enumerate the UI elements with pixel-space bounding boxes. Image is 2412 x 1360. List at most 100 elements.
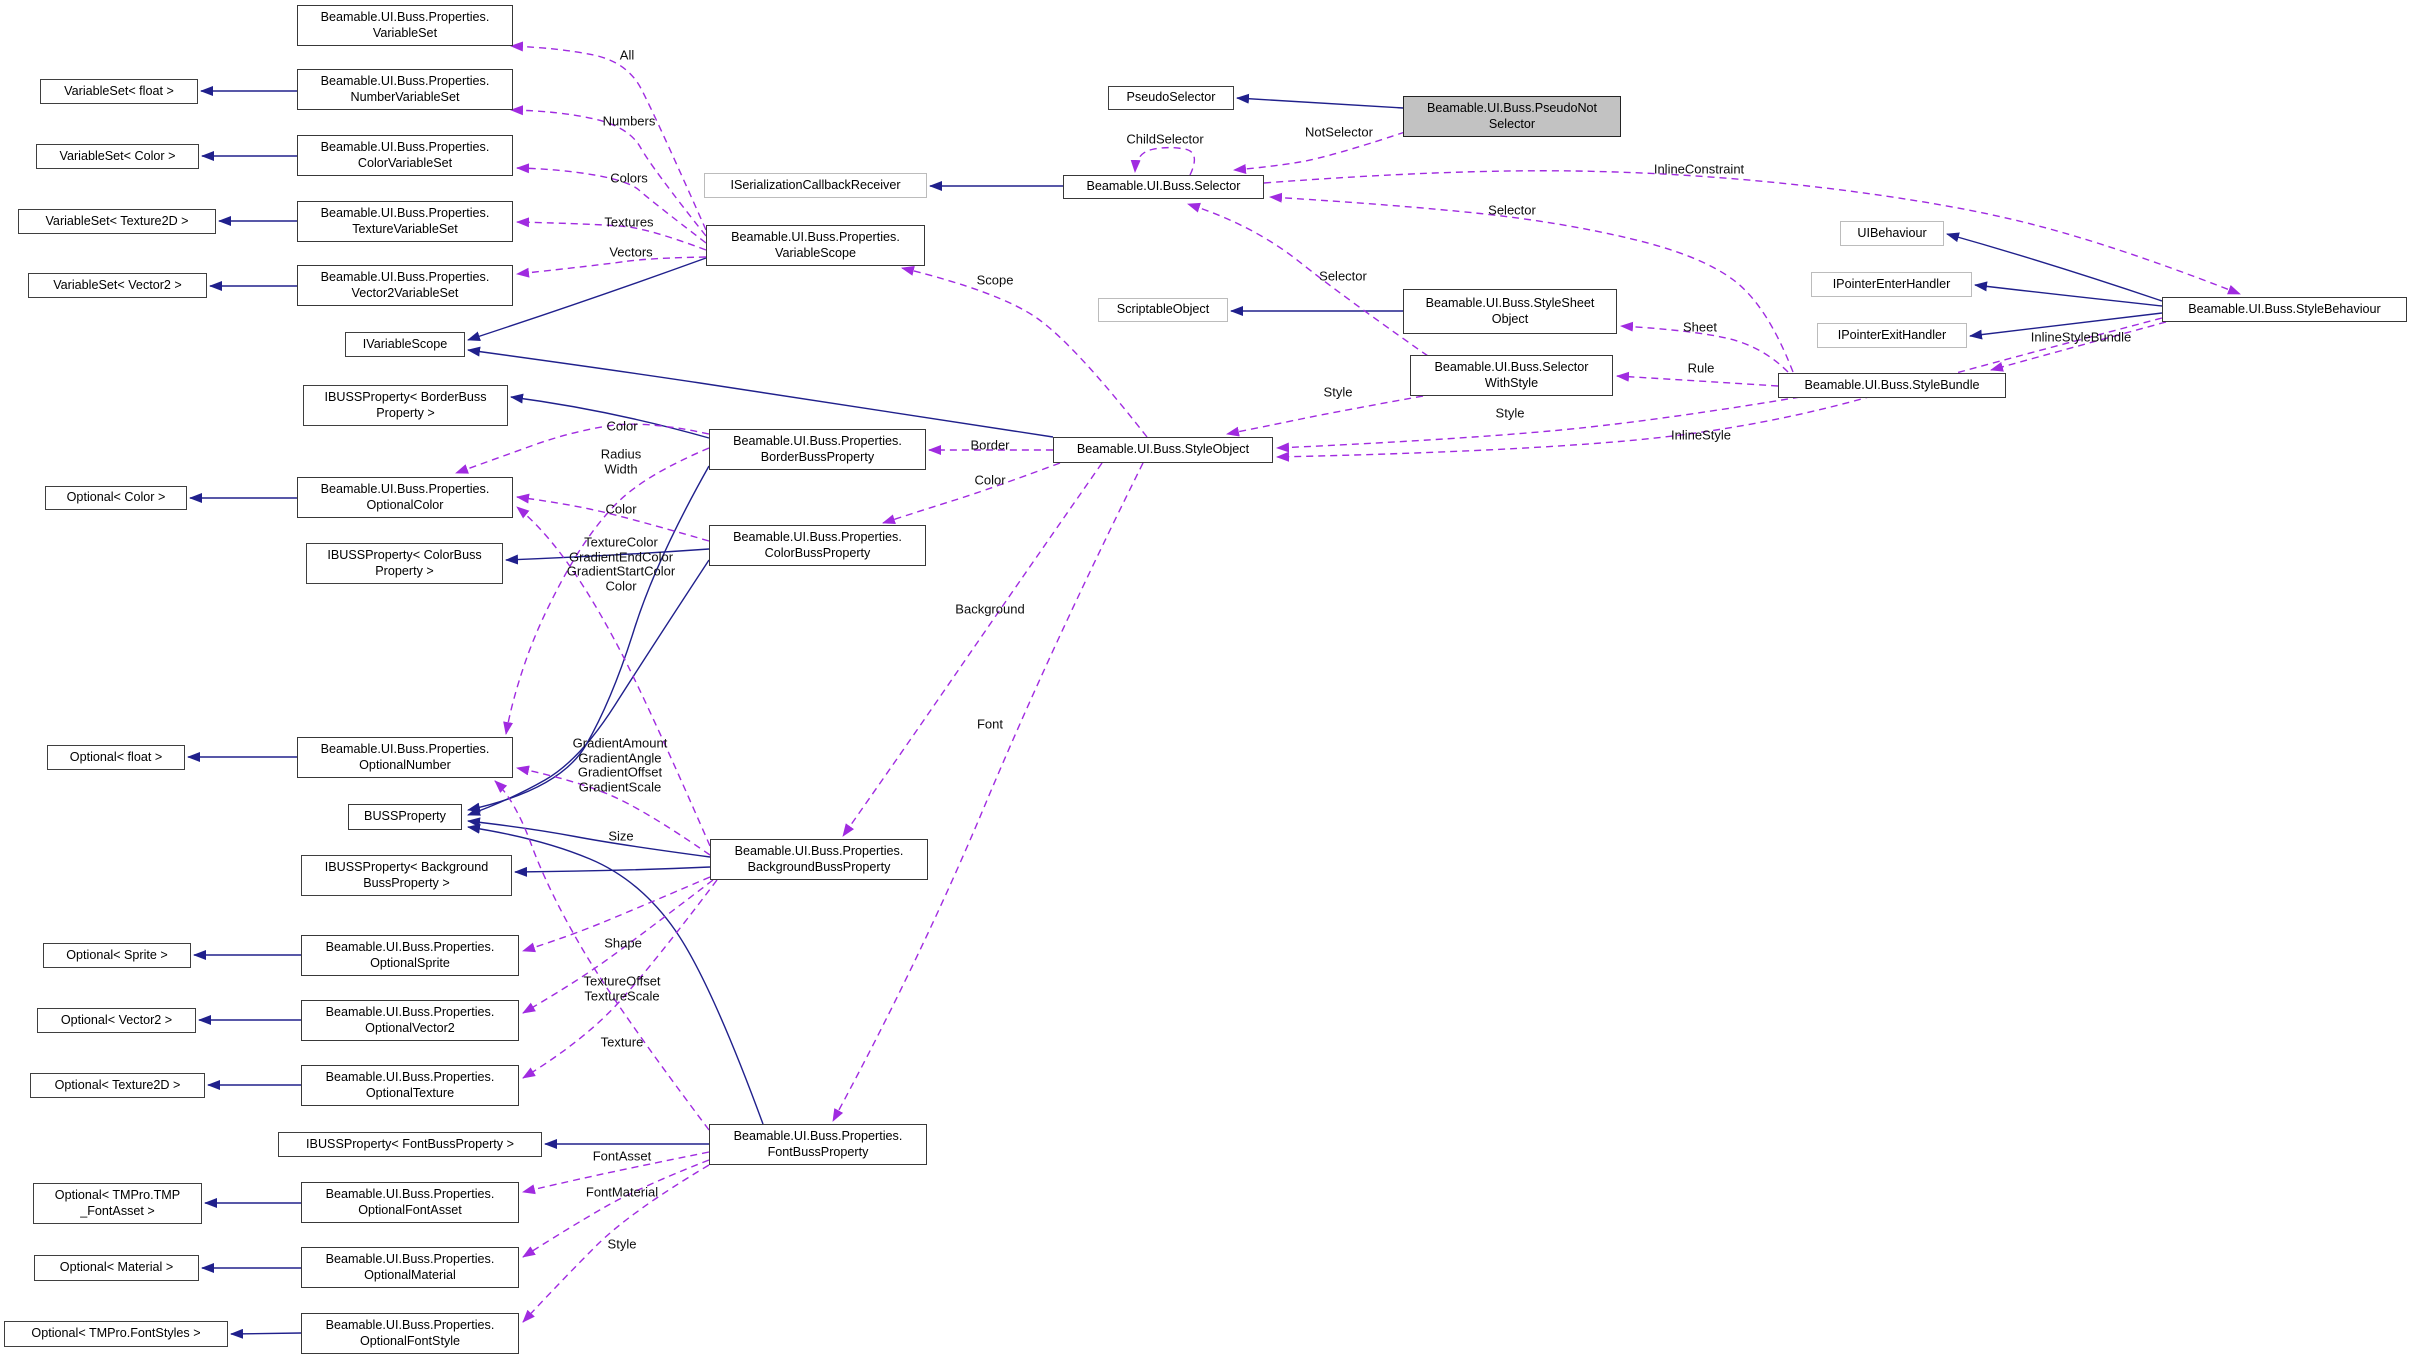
- edge-label-p-variable-scope-to-p-vector2-variable-set: Vectors: [609, 244, 653, 260]
- node-i-variable-scope[interactable]: IVariableScope: [345, 332, 465, 357]
- usage-edge-p-font-buss-property-to-p-optional-number: [494, 780, 710, 1131]
- node-optional-font-styles[interactable]: Optional< TMPro.FontStyles >: [4, 1321, 228, 1347]
- node-vs-color[interactable]: VariableSet< Color >: [36, 144, 199, 169]
- node-style-object[interactable]: Beamable.UI.Buss.StyleObject: [1053, 437, 1273, 463]
- edge-label-style-bundle-to-style-sheet-object: Sheet: [1683, 319, 1717, 335]
- usage-edge-selector-with-style-to-style-object: [1226, 395, 1424, 437]
- node-optional-vector2[interactable]: Optional< Vector2 >: [37, 1008, 196, 1033]
- node-vs-float[interactable]: VariableSet< float >: [40, 79, 198, 104]
- node-optional-float[interactable]: Optional< float >: [47, 745, 185, 770]
- usage-edge-style-bundle-to-selector: [1269, 192, 1794, 373]
- node-p-optional-number[interactable]: Beamable.UI.Buss.Properties. OptionalNum…: [297, 737, 513, 778]
- usage-edge-selector-with-style-to-selector: [1187, 202, 1429, 357]
- node-ibuss-color[interactable]: IBUSSProperty< ColorBuss Property >: [306, 543, 503, 584]
- node-ibuss-font[interactable]: IBUSSProperty< FontBussProperty >: [278, 1132, 542, 1157]
- node-pseudo-selector[interactable]: PseudoSelector: [1108, 86, 1234, 110]
- edge-label-selector-with-style-to-selector: Selector: [1319, 268, 1367, 284]
- node-p-color-buss-property[interactable]: Beamable.UI.Buss.Properties. ColorBussPr…: [709, 525, 926, 566]
- edge-label-p-background-buss-property-to-p-optional-texture: Texture: [600, 1034, 644, 1050]
- inheritance-edge-p-background-buss-property-to-buss-property: [467, 817, 711, 858]
- node-p-optional-font-asset[interactable]: Beamable.UI.Buss.Properties. OptionalFon…: [301, 1182, 519, 1223]
- node-ibuss-border[interactable]: IBUSSProperty< BorderBuss Property >: [303, 385, 508, 426]
- node-ibuss-background[interactable]: IBUSSProperty< Background BussProperty >: [301, 855, 512, 896]
- node-pseudo-not-selector: Beamable.UI.Buss.PseudoNot Selector: [1403, 96, 1621, 137]
- edge-label-p-border-buss-property-to-p-optional-number: Radius Width: [600, 446, 642, 476]
- node-optional-tmp-font-asset[interactable]: Optional< TMPro.TMP _FontAsset >: [33, 1183, 202, 1224]
- edge-label-p-background-buss-property-to-p-optional-color: TextureColor GradientEndColor GradientSt…: [566, 534, 676, 594]
- node-optional-material[interactable]: Optional< Material >: [34, 1255, 199, 1281]
- inheritance-edge-p-background-buss-property-to-ibuss-background: [514, 866, 711, 877]
- usage-edge-selector-to-style-behaviour: [1263, 170, 2241, 295]
- edge-label-p-background-buss-property-to-p-optional-vector2: TextureOffset TextureScale: [583, 973, 661, 1003]
- node-p-color-variable-set[interactable]: Beamable.UI.Buss.Properties. ColorVariab…: [297, 135, 513, 176]
- edge-label-p-border-buss-property-to-p-optional-color: Color: [606, 418, 638, 434]
- node-style-sheet-object[interactable]: Beamable.UI.Buss.StyleSheet Object: [1403, 289, 1617, 334]
- edge-label-style-object-to-p-color-buss-property: Color: [974, 472, 1006, 488]
- edge-label-p-variable-scope-to-p-variable-set: All: [619, 47, 635, 63]
- node-optional-color[interactable]: Optional< Color >: [45, 486, 187, 510]
- node-iserialization-callback-receiver: ISerializationCallbackReceiver: [704, 173, 927, 198]
- usage-edge-p-border-buss-property-to-p-optional-color: [455, 423, 710, 474]
- node-optional-texture2d[interactable]: Optional< Texture2D >: [30, 1073, 205, 1098]
- edge-label-p-variable-scope-to-p-number-variable-set: Numbers: [602, 113, 656, 129]
- node-style-behaviour[interactable]: Beamable.UI.Buss.StyleBehaviour: [2162, 297, 2407, 322]
- edge-label-selector-to-style-behaviour: InlineConstraint: [1653, 161, 1745, 177]
- edge-label-selector-to-selector: ChildSelector: [1126, 131, 1204, 147]
- node-p-optional-vector2[interactable]: Beamable.UI.Buss.Properties. OptionalVec…: [301, 1000, 519, 1041]
- edge-label-p-font-buss-property-to-p-optional-font-asset: FontAsset: [592, 1148, 652, 1164]
- edge-label-style-bundle-to-style-object: Style: [1495, 405, 1525, 421]
- node-p-optional-material[interactable]: Beamable.UI.Buss.Properties. OptionalMat…: [301, 1247, 519, 1288]
- edge-label-style-object-to-p-background-buss-property: Background: [955, 601, 1025, 617]
- node-ipointer-exit-handler: IPointerExitHandler: [1817, 323, 1967, 348]
- node-p-optional-font-style[interactable]: Beamable.UI.Buss.Properties. OptionalFon…: [301, 1313, 519, 1354]
- edge-label-style-object-to-p-variable-scope: Scope: [976, 272, 1014, 288]
- usage-edge-style-object-to-p-background-buss-property: [842, 462, 1103, 837]
- node-p-vector2-variable-set[interactable]: Beamable.UI.Buss.Properties. Vector2Vari…: [297, 265, 513, 306]
- edge-label-p-background-buss-property-to-p-optional-number: GradientAmount GradientAngle GradientOff…: [572, 735, 668, 795]
- node-p-variable-scope[interactable]: Beamable.UI.Buss.Properties. VariableSco…: [706, 225, 925, 266]
- usage-edge-style-bundle-to-selector-with-style: [1616, 371, 1779, 387]
- node-style-bundle[interactable]: Beamable.UI.Buss.StyleBundle: [1778, 373, 2006, 398]
- edge-label-p-font-buss-property-to-p-optional-material: FontMaterial: [585, 1184, 659, 1200]
- edge-label-p-font-buss-property-to-p-optional-number: Size: [608, 828, 634, 844]
- node-p-variable-set[interactable]: Beamable.UI.Buss.Properties. VariableSet: [297, 5, 513, 46]
- edge-label-p-variable-scope-to-p-color-variable-set: Colors: [610, 170, 648, 186]
- edge-label-style-object-to-p-font-buss-property: Font: [976, 716, 1004, 732]
- edge-label-p-background-buss-property-to-p-optional-sprite: Shape: [604, 935, 642, 951]
- node-p-texture-variable-set[interactable]: Beamable.UI.Buss.Properties. TextureVari…: [297, 201, 513, 242]
- node-p-number-variable-set[interactable]: Beamable.UI.Buss.Properties. NumberVaria…: [297, 69, 513, 110]
- inheritance-edge-style-behaviour-to-ui-behaviour: [1946, 232, 2163, 302]
- edge-label-p-font-buss-property-to-p-optional-font-style: Style: [607, 1236, 637, 1252]
- node-p-font-buss-property[interactable]: Beamable.UI.Buss.Properties. FontBussPro…: [709, 1124, 927, 1165]
- inheritance-edge-pseudo-not-selector-to-pseudo-selector: [1236, 93, 1404, 109]
- edge-label-p-variable-scope-to-p-texture-variable-set: Textures: [604, 214, 654, 230]
- node-p-optional-sprite[interactable]: Beamable.UI.Buss.Properties. OptionalSpr…: [301, 935, 519, 976]
- edge-label-style-behaviour-to-style-bundle: InlineStyleBundle: [2030, 329, 2132, 345]
- inheritance-edge-style-object-to-i-variable-scope: [467, 346, 1054, 438]
- usage-edge-style-object-to-p-variable-scope: [901, 265, 1148, 438]
- node-selector-with-style[interactable]: Beamable.UI.Buss.Selector WithStyle: [1410, 355, 1613, 396]
- node-buss-property[interactable]: BUSSProperty: [348, 804, 462, 830]
- edge-label-p-color-buss-property-to-p-optional-color: Color: [605, 501, 637, 517]
- edge-label-style-behaviour-to-style-object: InlineStyle: [1671, 427, 1731, 443]
- node-selector[interactable]: Beamable.UI.Buss.Selector: [1063, 175, 1264, 199]
- inheritance-edge-style-behaviour-to-ipointer-enter-handler: [1974, 281, 2163, 307]
- node-vs-vector2[interactable]: VariableSet< Vector2 >: [28, 273, 207, 298]
- node-p-background-buss-property[interactable]: Beamable.UI.Buss.Properties. BackgroundB…: [710, 839, 928, 880]
- edge-label-style-bundle-to-selector-with-style: Rule: [1687, 360, 1715, 376]
- node-p-optional-color[interactable]: Beamable.UI.Buss.Properties. OptionalCol…: [297, 477, 513, 518]
- node-optional-sprite[interactable]: Optional< Sprite >: [43, 943, 191, 968]
- edge-label-selector-with-style-to-style-object: Style: [1323, 384, 1353, 400]
- node-ui-behaviour: UIBehaviour: [1840, 221, 1944, 246]
- edge-label-style-object-to-p-border-buss-property: Border: [970, 437, 1010, 453]
- usage-edge-style-object-to-p-color-buss-property: [882, 462, 1061, 525]
- inheritance-edge-p-optional-font-style-to-optional-font-styles: [230, 1328, 302, 1339]
- node-p-optional-texture[interactable]: Beamable.UI.Buss.Properties. OptionalTex…: [301, 1065, 519, 1106]
- edge-label-style-bundle-to-selector: Selector: [1488, 202, 1536, 218]
- node-vs-texture2d[interactable]: VariableSet< Texture2D >: [18, 209, 216, 234]
- node-scriptable-object: ScriptableObject: [1098, 298, 1228, 322]
- edge-label-pseudo-not-selector-to-selector: NotSelector: [1305, 124, 1373, 140]
- node-ipointer-enter-handler: IPointerEnterHandler: [1811, 272, 1972, 297]
- node-p-border-buss-property[interactable]: Beamable.UI.Buss.Properties. BorderBussP…: [709, 429, 926, 470]
